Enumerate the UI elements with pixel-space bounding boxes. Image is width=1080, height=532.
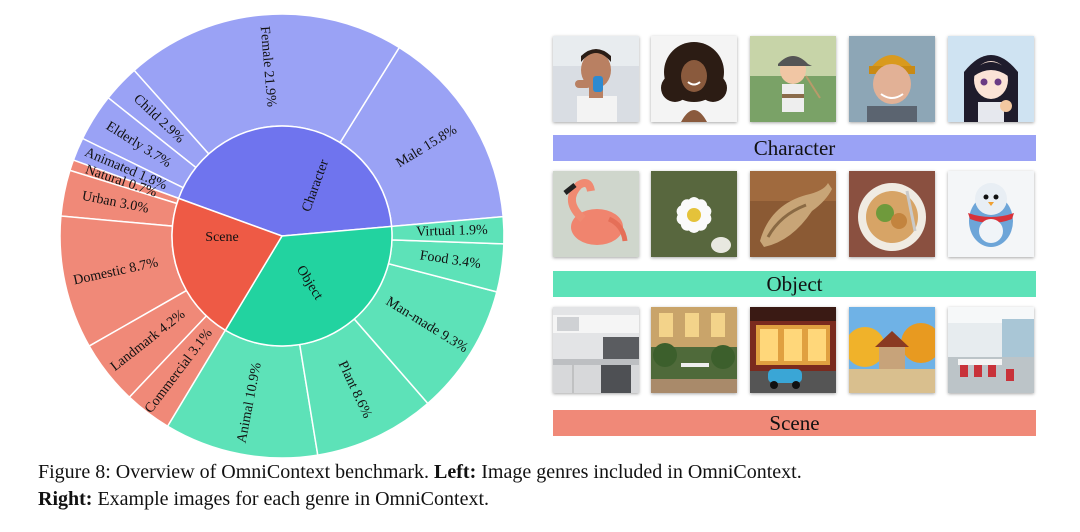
kitchen-photo: [553, 307, 639, 393]
toddler-in-cap-photo: [750, 36, 836, 122]
white-flower-photo: [651, 171, 737, 257]
inner-segment-scene: [171, 197, 284, 332]
flamingo-photo: [553, 171, 639, 257]
caption-right-text: Example images for each genre in OmniCon…: [97, 488, 489, 510]
character-genre-label: Character: [753, 135, 836, 160]
storefront-street-photo: [750, 307, 836, 393]
curly-hair-woman-photo: [651, 36, 737, 122]
penguin-plush-illustration: [948, 171, 1034, 257]
object-genre-label: Object: [766, 271, 823, 296]
scene-genre-band: Scene: [553, 410, 1036, 436]
caption-right-label: Right:: [38, 488, 93, 510]
outer-label-virtual-1-9: Virtual 1.9%: [416, 223, 488, 240]
caption-prefix: Figure 8: Overview of OmniContext benchm…: [38, 461, 430, 483]
inner-segment-object: [224, 225, 393, 347]
anime-girl-illustration: [948, 36, 1034, 122]
autumn-temple-photo: [849, 307, 935, 393]
inner-segment-character: [177, 125, 393, 237]
outer-label-female-21-9: Female 21.9%: [257, 26, 279, 108]
cafe-terrace-photo: [651, 307, 737, 393]
object-genre-band: Object: [553, 271, 1036, 297]
cured-ham-photo: [750, 171, 836, 257]
inner-label-scene: Scene: [205, 230, 238, 245]
elderly-man-yellow-beanie-photo: [849, 36, 935, 122]
character-genre-band: Character: [553, 135, 1036, 161]
caption-left-label: Left:: [434, 461, 477, 483]
food-plate-photo: [849, 171, 935, 257]
caption-left-text: Image genres included in OmniContext.: [481, 461, 802, 483]
scene-genre-label: Scene: [769, 410, 820, 435]
figure-caption: Figure 8: Overview of OmniContext benchm…: [38, 459, 1058, 513]
office-interior-photo: [948, 307, 1034, 393]
man-drinking-photo: [553, 36, 639, 122]
